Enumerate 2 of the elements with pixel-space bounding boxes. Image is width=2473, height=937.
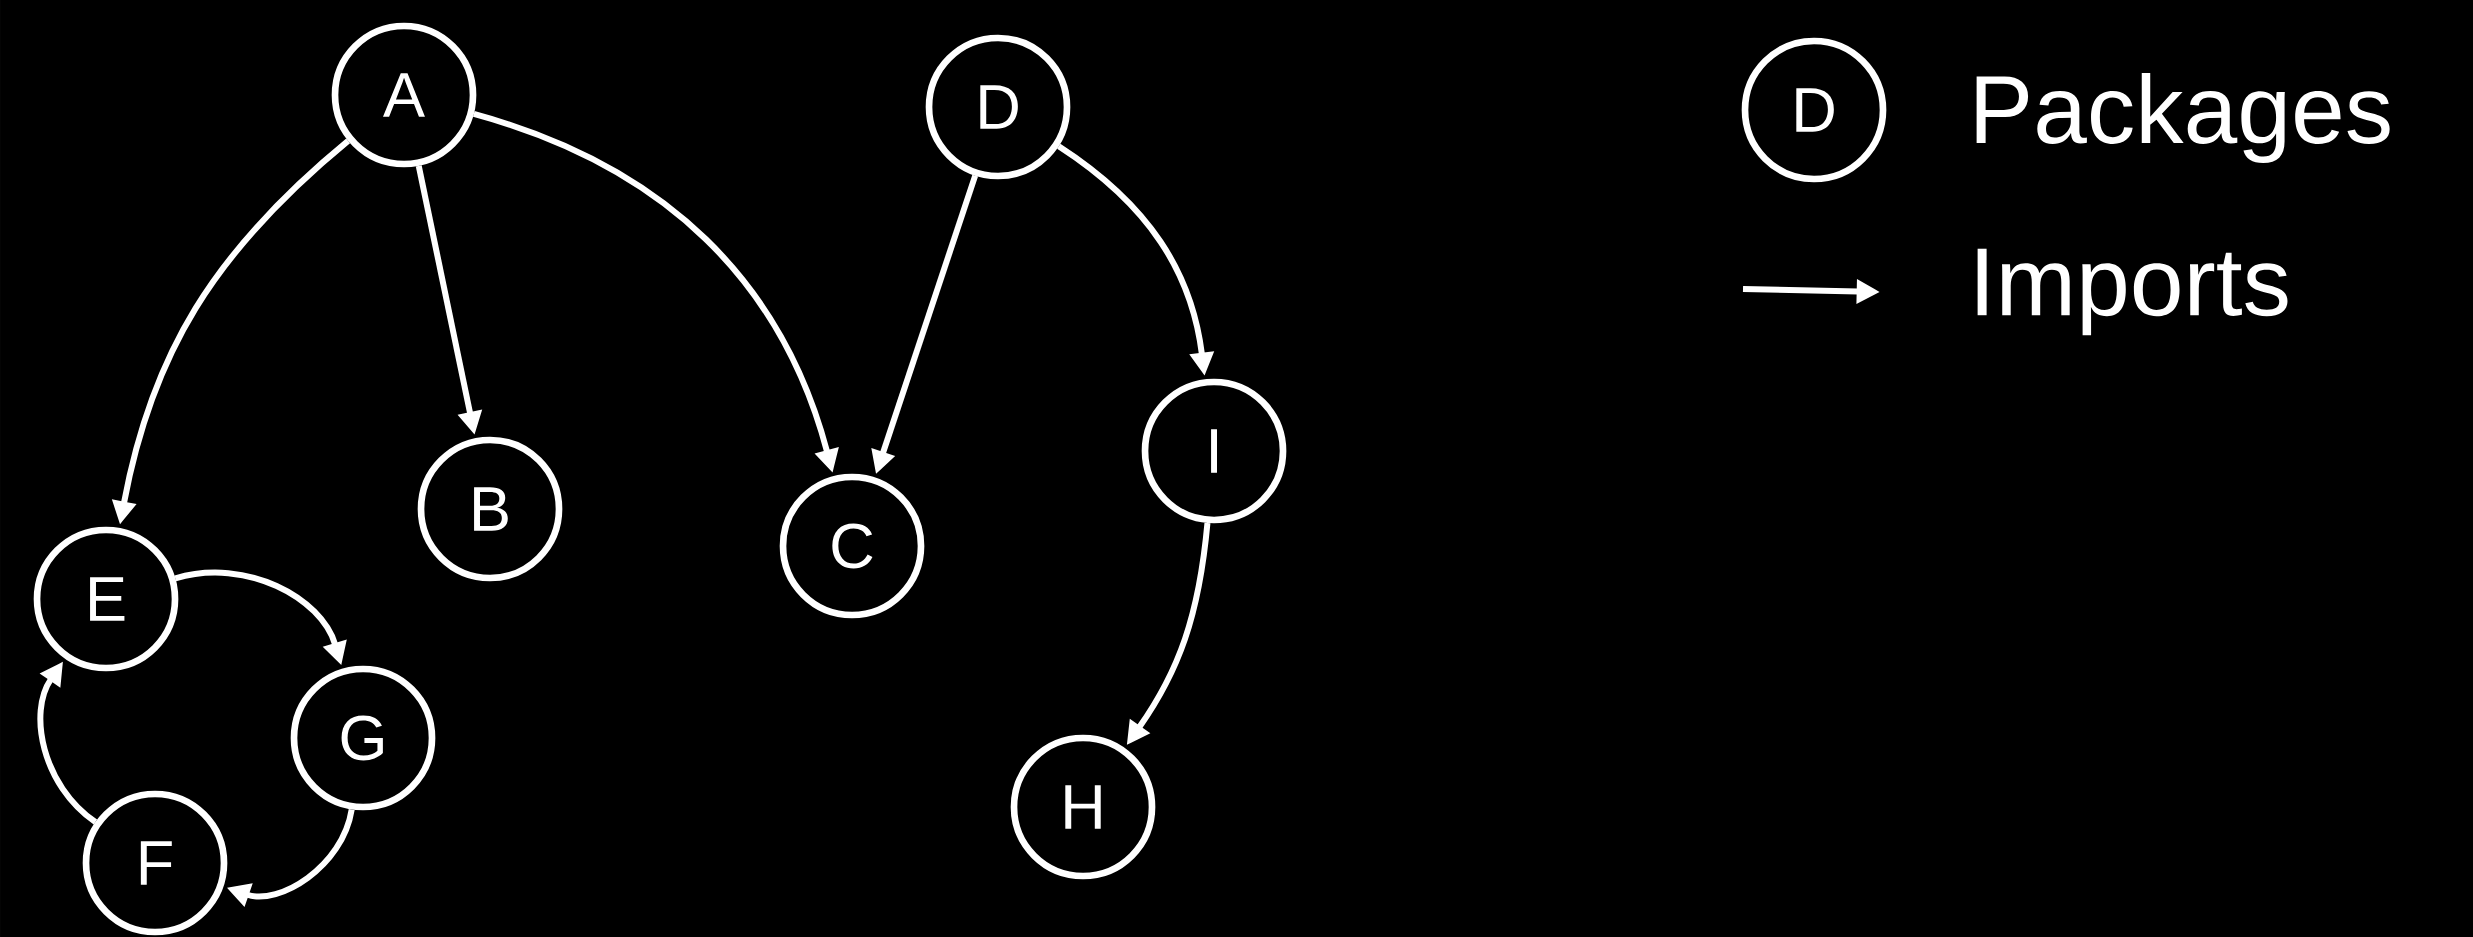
legend-label: Imports [1977, 248, 2288, 336]
legend-label: Packages [1976, 72, 2390, 164]
